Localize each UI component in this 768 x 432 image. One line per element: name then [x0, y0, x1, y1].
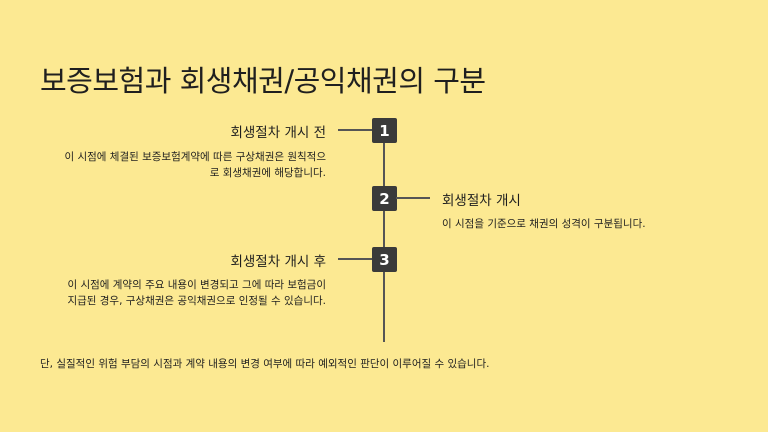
footer-note: 단, 실질적인 위험 부담의 시점과 계약 내용의 변경 여부에 따라 예외적인…: [40, 358, 490, 370]
step-2-connector: [396, 197, 430, 199]
step-1-heading: 회생절차 개시 전: [230, 125, 326, 141]
step-3-description: 이 시점에 계약의 주요 내용이 변경되고 그에 따라 보험금이 지급된 경우,…: [6, 277, 326, 309]
step-3-badge: 3: [372, 247, 397, 272]
step-2-heading: 회생절차 개시: [442, 193, 521, 209]
step-2-badge: 2: [372, 186, 397, 211]
desc-line: 이 시점에 체결된 보증보험계약에 따른 구상채권은 원칙적으: [64, 151, 326, 163]
step-1-description: 이 시점에 체결된 보증보험계약에 따른 구상채권은 원칙적으 로 회생채권에 …: [6, 149, 326, 181]
desc-line: 지급된 경우, 구상채권은 공익채권으로 인정될 수 있습니다.: [67, 295, 326, 307]
desc-line: 이 시점에 계약의 주요 내용이 변경되고 그에 따라 보험금이: [67, 279, 326, 291]
step-1-badge: 1: [372, 118, 397, 143]
desc-line: 로 회생채권에 해당합니다.: [209, 167, 326, 179]
step-1-connector: [338, 129, 372, 131]
desc-line: 이 시점을 기준으로 채권의 성격이 구분됩니다.: [442, 218, 646, 230]
step-3-connector: [338, 258, 372, 260]
step-2-description: 이 시점을 기준으로 채권의 성격이 구분됩니다.: [442, 216, 646, 232]
page-title: 보증보험과 회생채권/공익채권의 구분: [40, 64, 486, 98]
timeline-line: [383, 118, 385, 342]
step-3-heading: 회생절차 개시 후: [230, 254, 326, 270]
